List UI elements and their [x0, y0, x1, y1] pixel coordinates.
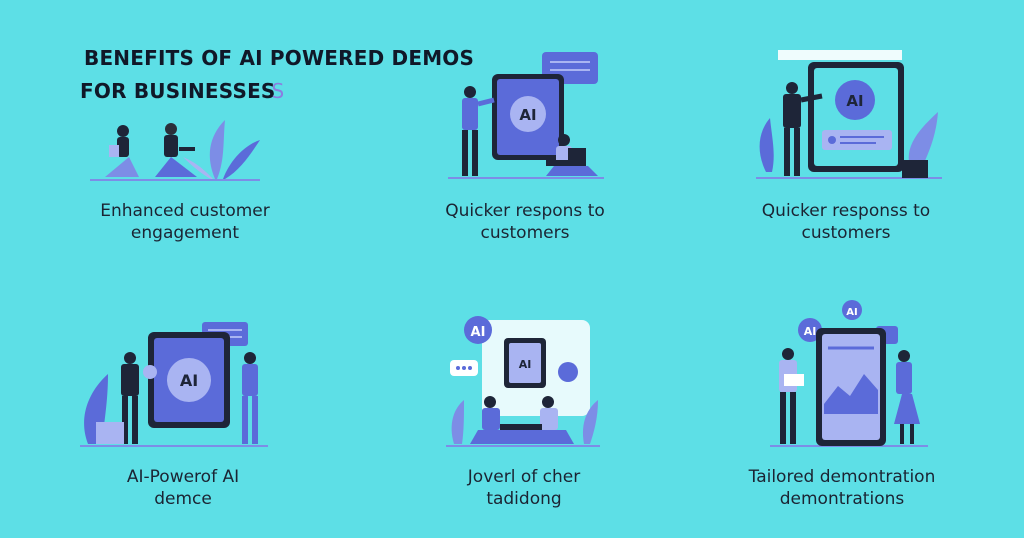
- card-caption-6: Tailored demontration demontrations: [712, 466, 972, 510]
- team-working-icon: [90, 120, 260, 181]
- ai-tablet-duo-icon: AI: [80, 322, 268, 447]
- card-caption-line-1: Enhanced customer: [100, 201, 270, 221]
- title-line-1: BENEFITS OF AI POWERED DEMOS: [84, 46, 475, 70]
- ai-label: AI: [519, 106, 536, 124]
- card-caption-3: Quicker responss to customers: [716, 200, 976, 244]
- ai-label: AI: [804, 325, 817, 338]
- card-caption-line-1: Joverl of cher: [467, 467, 581, 487]
- card-caption-line-2: customers: [801, 223, 891, 243]
- ai-label: AI: [519, 358, 532, 371]
- card-caption-4: AI-Powerof AI demce: [53, 466, 313, 510]
- title-line-2: FOR BUSINESSESS: [80, 75, 474, 108]
- ai-label: AI: [846, 307, 857, 318]
- ai-label: AI: [471, 325, 486, 340]
- card-caption-line-2: demontrations: [779, 489, 905, 509]
- card-caption-line-1: AI-Powerof AI: [126, 467, 240, 487]
- team-meeting-icon: AI AI: [446, 316, 600, 447]
- ai-label: AI: [180, 371, 198, 390]
- ai-label: AI: [846, 92, 863, 110]
- card-caption-5: Joverl of cher tadidong: [394, 466, 654, 510]
- page-title: BENEFITS OF AI POWERED DEMOS FOR BUSINES…: [80, 42, 474, 108]
- tablet-ai-presentation-icon: AI: [448, 52, 604, 179]
- card-caption-line-2: customers: [480, 223, 570, 243]
- card-caption-line-2: demce: [154, 489, 212, 509]
- card-caption-line-1: Quicker responss to: [761, 201, 931, 221]
- card-caption-line-2: engagement: [130, 223, 240, 243]
- card-caption-1: Enhanced customer engagement: [55, 200, 315, 244]
- card-caption-2: Quicker respons to customers: [395, 200, 655, 244]
- card-caption-line-2: tadidong: [486, 489, 562, 509]
- chart-presentation-icon: AI AI: [770, 300, 928, 447]
- card-caption-line-1: Quicker respons to: [445, 201, 605, 221]
- card-caption-line-1: Tailored demontration: [748, 467, 936, 487]
- title-ghost-letter: S: [271, 79, 285, 103]
- title-line-2-text: FOR BUSINESSES: [80, 79, 276, 103]
- ai-dashboard-icon: AI: [756, 50, 942, 179]
